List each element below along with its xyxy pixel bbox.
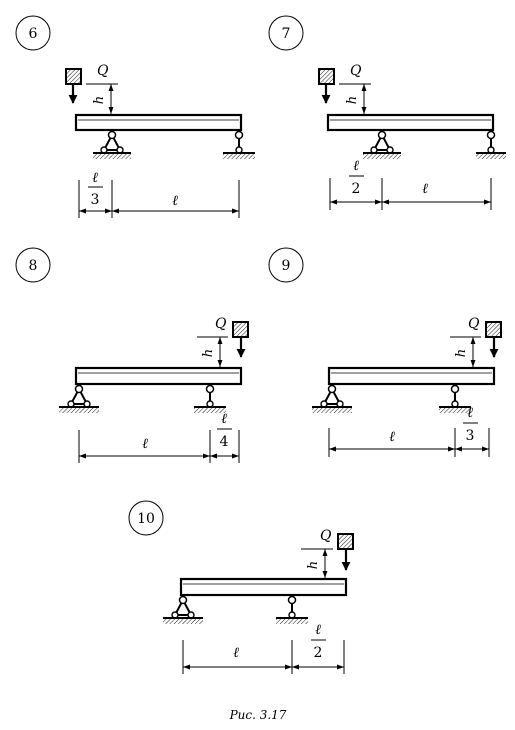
diagram-number-circle [268, 15, 304, 51]
roller-support [194, 384, 226, 413]
pin-support [363, 130, 401, 159]
fraction-numerator: ℓ [92, 170, 98, 186]
diagram-number: 9 [282, 258, 291, 274]
fraction-denominator: 2 [352, 181, 361, 197]
height-label: h [454, 349, 469, 357]
beam [327, 366, 496, 386]
span-label: ℓ [389, 429, 395, 445]
load-label: Q [468, 316, 480, 332]
weight-block [337, 533, 354, 550]
diagram-6: 6 Q h [15, 15, 255, 218]
diagram-number-circle [128, 500, 164, 536]
beam [74, 366, 243, 386]
weight-block [485, 321, 502, 338]
pin-support [93, 130, 131, 159]
height-label: h [345, 96, 360, 104]
span-label: ℓ [172, 193, 178, 209]
diagram-number-circle [15, 247, 51, 283]
load-label: Q [97, 63, 109, 79]
span-label: ℓ [142, 436, 148, 452]
fraction-denominator: 4 [220, 434, 229, 450]
beam [326, 113, 495, 132]
height-label: h [92, 96, 107, 104]
fraction-denominator: 3 [91, 192, 100, 208]
load-label: Q [215, 316, 227, 332]
diagram-10: 10 Q h ℓ ℓ 2 [128, 500, 354, 674]
pin-support [163, 595, 203, 624]
diagram-number: 7 [282, 26, 291, 42]
diagram-7: 7 Q h ℓ 2 ℓ [268, 15, 506, 210]
roller-support [439, 384, 471, 413]
roller-support [223, 130, 255, 159]
pin-support [59, 384, 99, 413]
beam [74, 113, 243, 132]
fraction-denominator: 2 [314, 645, 323, 661]
weight-block [232, 321, 249, 338]
load-label: Q [320, 528, 332, 544]
fraction-numerator: ℓ [353, 158, 359, 174]
figure-caption: Рис. 3.17 [229, 708, 287, 722]
diagram-number: 8 [29, 258, 38, 274]
span-label: ℓ [422, 181, 428, 197]
fraction-numerator: ℓ [221, 411, 227, 427]
roller-support [276, 595, 308, 624]
diagram-number: 10 [137, 511, 155, 527]
diagram-8: 8 Q h ℓ ℓ 4 [15, 247, 249, 463]
diagram-number-circle [15, 15, 51, 51]
fraction-denominator: 3 [466, 428, 475, 444]
diagram-9: 9 Q h ℓ ℓ 3 [268, 247, 502, 457]
pin-support [312, 384, 352, 413]
weight-block [65, 68, 82, 85]
height-label: h [201, 349, 216, 357]
diagram-number: 6 [29, 26, 38, 42]
fraction-numerator: ℓ [315, 622, 321, 638]
beam [179, 577, 348, 597]
height-label: h [306, 561, 321, 569]
span-label: ℓ [233, 645, 239, 661]
weight-block [318, 68, 335, 85]
fraction-numerator: ℓ [467, 405, 473, 421]
roller-support [476, 130, 506, 159]
diagram-number-circle [268, 247, 304, 283]
load-label: Q [350, 63, 362, 79]
